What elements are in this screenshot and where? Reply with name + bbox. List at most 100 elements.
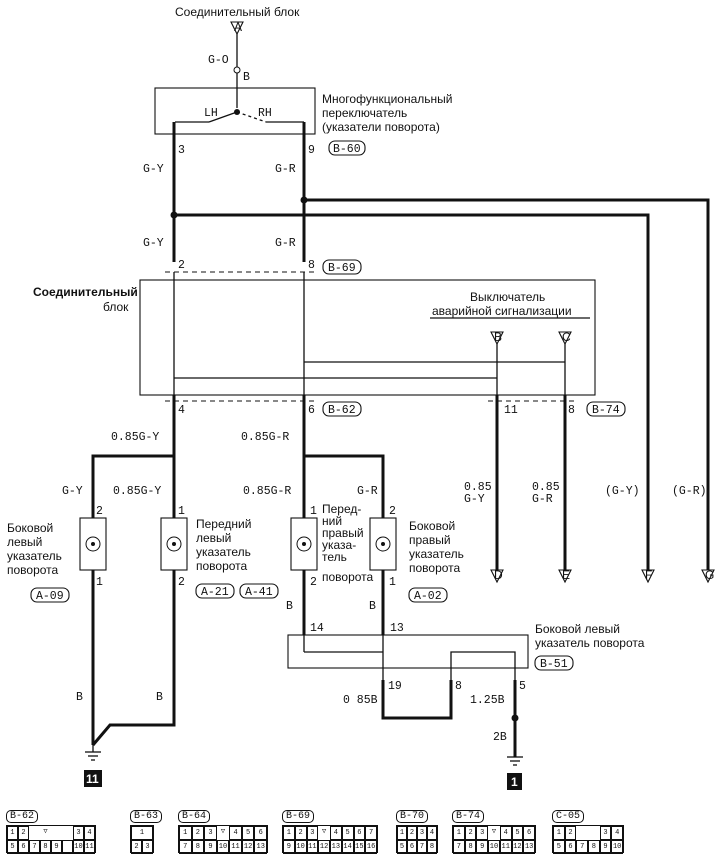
ground-symbol-right [507, 756, 523, 766]
wire-gr-side-label: G-R [357, 485, 378, 498]
cell: 7 [417, 840, 427, 854]
pin-8-b69: 8 [308, 259, 315, 272]
wire-b-left-2 [91, 600, 176, 746]
pin-side-right-2: 2 [389, 505, 396, 518]
connector-b74: B-74 [592, 404, 620, 417]
cell: 10 [294, 840, 307, 854]
cell: 10 [73, 840, 84, 854]
cell: 2 [131, 840, 142, 854]
connector-b60-badge [328, 140, 366, 156]
cell: 2 [18, 826, 29, 840]
cell: 12 [318, 840, 330, 854]
pin-13: 13 [390, 622, 404, 635]
side-right-label-1: Боковой [409, 519, 455, 533]
wire-085b-label: 0 85B [343, 694, 378, 707]
cell: 3 [306, 826, 319, 840]
switch-arm-lh [208, 111, 238, 123]
connector-b60: B-60 [333, 143, 361, 156]
connector-a21: A-21 [201, 586, 229, 599]
wire-b-top-label: B [243, 71, 250, 84]
wire-to-side-right [304, 454, 385, 505]
cell: 1 [553, 826, 565, 840]
pin-14: 14 [310, 622, 324, 635]
cell [51, 826, 62, 840]
front-right-label-6: поворота [322, 570, 374, 584]
cell: 3 [73, 826, 84, 840]
tag-f-label: F [645, 568, 652, 582]
hazard-label-2: аварийной сигнализации [432, 304, 572, 318]
connector-tag-b [490, 331, 504, 346]
cell: 4 [84, 826, 95, 840]
cell: 7 [179, 840, 192, 854]
ground-1-label: 1 [511, 775, 518, 789]
ground-point-1 [507, 773, 522, 790]
junction-top-label: Соединительный блок [175, 5, 300, 19]
cell: 3 [599, 826, 612, 840]
lamp-front-right [290, 505, 318, 635]
cell: 2 [191, 826, 205, 840]
legend-b62-title: B-62 [6, 810, 39, 823]
cell: 8 [588, 840, 600, 854]
legend-b74-title: B-74 [452, 810, 485, 823]
ground-point-11 [84, 770, 102, 787]
cell: 5 [511, 826, 524, 840]
cell: 1 [179, 826, 192, 840]
cell: 9 [599, 840, 612, 854]
pin-19: 19 [388, 680, 402, 693]
connector-a02-badge [408, 587, 448, 603]
wire-b-label-left2: B [156, 691, 163, 704]
cell: 9 [476, 840, 489, 854]
front-left-label-1: Передний [196, 517, 251, 531]
wire-085gy-label: 0.85G-Y [111, 431, 159, 444]
cell [576, 826, 588, 840]
cell: 4 [499, 826, 512, 840]
rh-label: RH [258, 107, 272, 120]
pin-side-left-2: 2 [96, 505, 103, 518]
cell: 8 [40, 840, 51, 854]
cell: 4 [229, 826, 242, 840]
cell: 2 [407, 826, 417, 840]
cell: 3 [142, 840, 153, 854]
b51-int-4 [450, 651, 516, 680]
pin-front-left-1: 1 [178, 505, 185, 518]
cell: 10 [488, 840, 500, 854]
cell: 6 [564, 840, 577, 854]
cell: 7 [365, 826, 377, 840]
cell: 5 [241, 826, 255, 840]
connector-block-b51 [287, 634, 529, 669]
cell: 1 [453, 826, 465, 840]
ground-symbol-left [85, 745, 101, 761]
ground-11-label: 11 [86, 772, 99, 786]
cell: 8 [191, 840, 205, 854]
front-right-label-5: тель [322, 550, 347, 564]
cell: 6 [18, 840, 29, 854]
wire-to-side-left [91, 454, 174, 505]
connector-tag-g [701, 569, 715, 584]
lh-label: LH [204, 107, 218, 120]
cell: 6 [523, 826, 535, 840]
cell: 4 [427, 826, 437, 840]
pin-5: 5 [519, 680, 526, 693]
tag-a-label: A [234, 20, 242, 34]
connector-a41: A-41 [245, 586, 273, 599]
pin-9: 9 [308, 144, 315, 157]
cell: 14 [341, 840, 354, 854]
cell: 1 [283, 826, 295, 840]
wire-085gr-label: 0.85G-R [241, 431, 289, 444]
cell: 10 [611, 840, 623, 854]
connector-a21-badge [195, 583, 235, 599]
wire-gy-side-label: G-Y [62, 485, 83, 498]
cell: 6 [407, 840, 417, 854]
connector-a09-badge [30, 587, 70, 603]
wire-g-o-label: G-O [208, 54, 229, 67]
bottom-conn-label-1: Боковой левый [535, 622, 620, 636]
cell: ▽ [220, 828, 226, 836]
cell: 10 [216, 840, 230, 854]
pin-3: 3 [178, 144, 185, 157]
pin-front-right-1: 1 [310, 505, 317, 518]
connector-tag-d [490, 569, 504, 584]
